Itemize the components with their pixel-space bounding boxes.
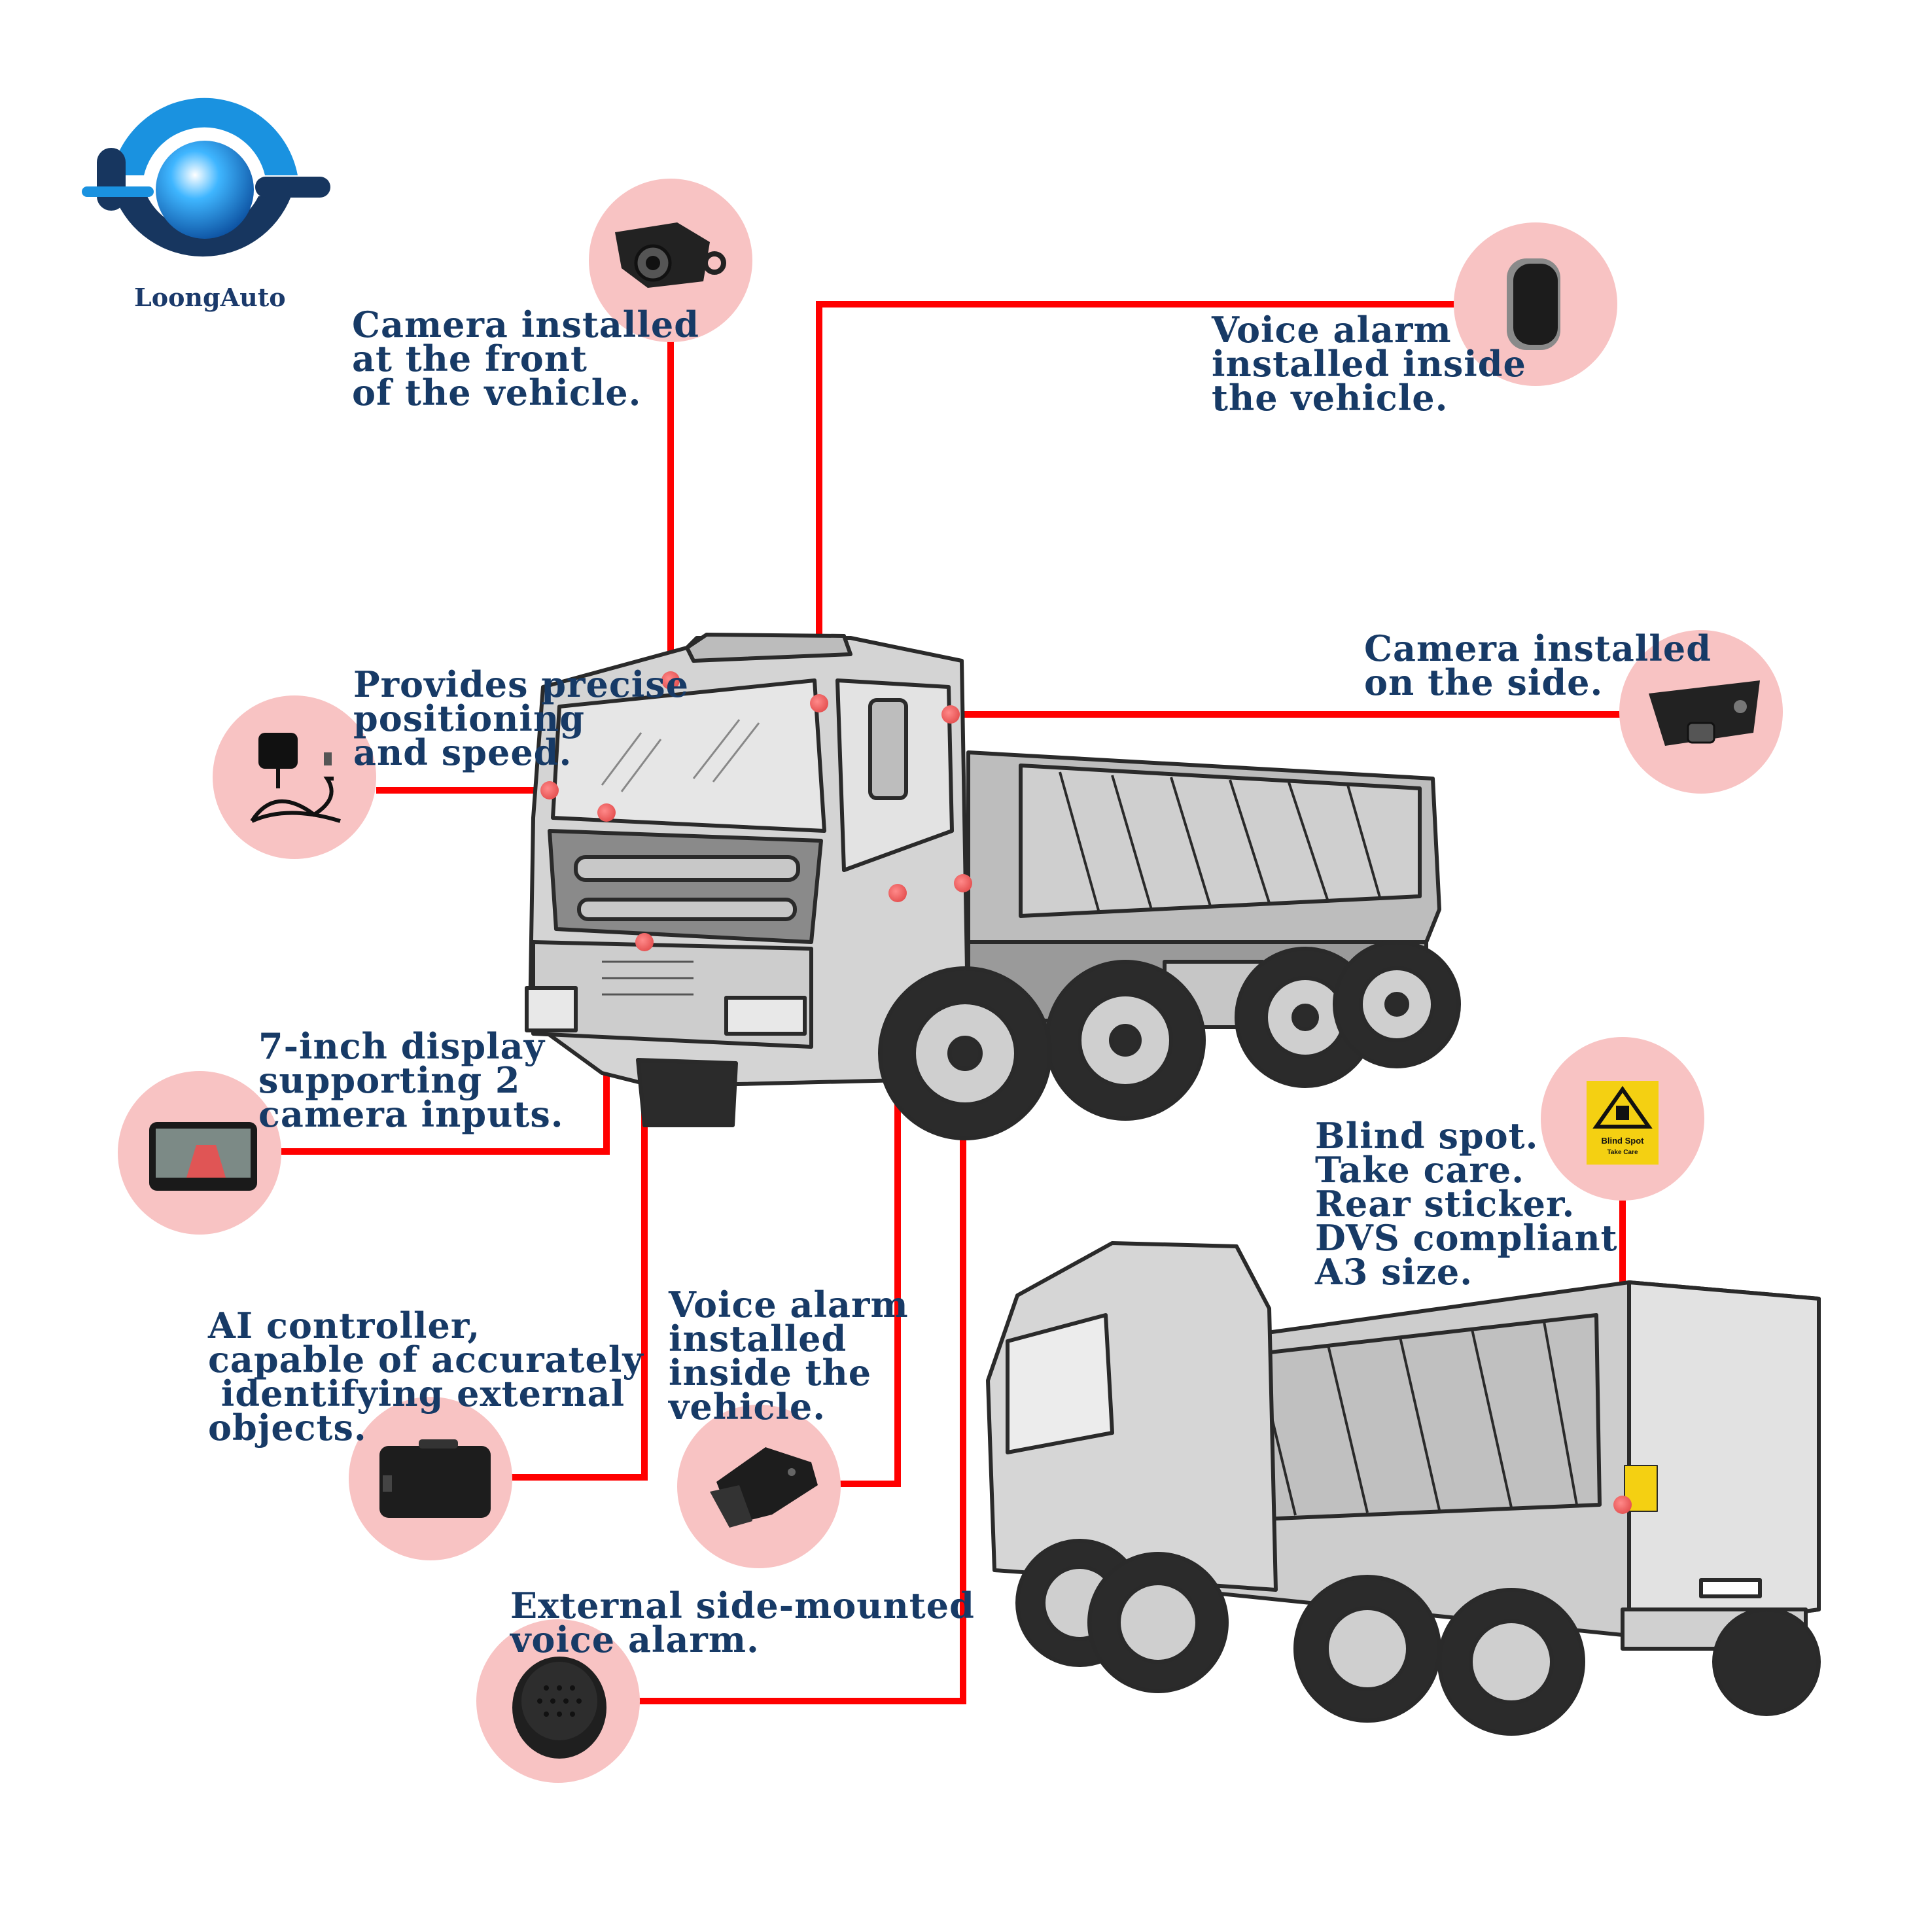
main-truck-illustration [525,633,1461,1140]
speaker-icon [476,1619,640,1783]
rear-truck-illustration [986,1241,1821,1736]
label-voice-alarm-bottom: Voice alarm installed inside the vehicle… [669,1284,909,1428]
voice-alarm-box-icon [677,1405,841,1568]
anchor-dots [540,671,1632,1514]
label-blind-spot: Blind spot. Take care. Rear sticker. DVS… [1315,1115,1618,1293]
monitor-icon [118,1071,281,1235]
ai-controller-icon [349,1397,512,1560]
brand-name: LoongAuto [134,283,286,312]
dot-gps [540,781,559,799]
connector-voice-alarm-top [816,301,1456,703]
label-side-camera: Camera installed on the side. [1364,627,1712,703]
side-camera-icon [1619,630,1783,794]
blind-spot-sticker-icon: Blind Spot Take Care [1541,1037,1704,1201]
dot-blind-spot [1613,1496,1632,1514]
gps-antenna-icon [213,695,376,859]
front-camera-icon [589,179,752,342]
dot-display [597,803,616,822]
label-display: 7-inch display supporting 2 camera input… [258,1025,564,1135]
dot-ai-controller [635,933,654,951]
label-voice-alarm-top: Voice alarm installed inside the vehicle… [1212,309,1526,419]
sticker-line1: Blind Spot [1602,1136,1645,1146]
voice-alarm-icon [1454,222,1617,386]
dot-voice-alarm-bottom [888,884,907,902]
label-external-speaker: External side-mounted voice alarm. [510,1585,975,1660]
dot-side-camera [941,705,960,724]
label-ai-controller: AI controller, capable of accurately ide… [208,1305,644,1449]
dot-front-camera [661,671,680,690]
dot-voice-alarm-top [810,694,828,712]
dot-external-speaker [954,874,972,892]
label-front-camera: Camera installed at the front of the veh… [352,304,699,413]
brand-logo [82,97,330,257]
label-gps: Provides precise positioning and speed. [353,663,689,773]
connector-external-speaker [638,883,966,1704]
product-bubbles: Blind Spot Take Care [118,179,1783,1783]
sticker-line2: Take Care [1607,1149,1638,1156]
